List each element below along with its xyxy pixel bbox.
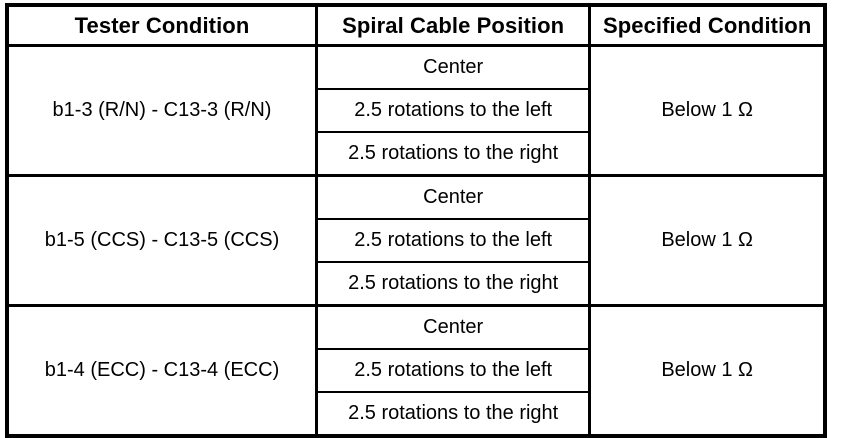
header-row: Tester Condition Spiral Cable Position S… [7,5,825,47]
cable-position-cell: 2.5 rotations to the left [314,88,590,132]
table-header: Tester Condition Spiral Cable Position S… [7,5,825,47]
cable-position-cell: Center [314,304,590,349]
cable-position-cell: 2.5 rotations to the right [314,261,590,306]
table-row: 2.5 rotations to the left [7,348,825,392]
column-header-tester-condition: Tester Condition [7,5,317,47]
cable-position-cell: 2.5 rotations to the left [314,348,590,392]
table-body: b1-3 (R/N) - C13-3 (R/N) Center Below 1 … [7,45,825,436]
table-row: 2.5 rotations to the left [7,218,825,262]
cable-position-cell: 2.5 rotations to the right [314,391,590,436]
tester-condition-cell: b1-5 (CCS) - C13-5 (CCS) [7,174,317,306]
cable-position-cell: 2.5 rotations to the right [314,131,590,176]
cable-position-cell: Center [314,45,590,89]
specified-condition-cell: Below 1 Ω [588,304,825,436]
specified-condition-cell: Below 1 Ω [588,45,825,176]
column-header-specified-condition: Specified Condition [588,5,825,47]
table-row: 2.5 rotations to the right [7,131,825,176]
cable-position-cell: Center [314,174,590,219]
tester-condition-cell: b1-4 (ECC) - C13-4 (ECC) [7,304,317,436]
specified-condition-cell: Below 1 Ω [588,174,825,306]
table-row: 2.5 rotations to the left [7,88,825,132]
column-header-cable-position: Spiral Cable Position [314,5,590,47]
inspection-specification-table: Tester Condition Spiral Cable Position S… [5,3,827,438]
cable-position-cell: 2.5 rotations to the left [314,218,590,262]
table-row: b1-4 (ECC) - C13-4 (ECC) Center Below 1 … [7,304,825,436]
table-row: 2.5 rotations to the right [7,261,825,306]
tester-condition-cell: b1-3 (R/N) - C13-3 (R/N) [7,45,317,176]
table-row: 2.5 rotations to the right [7,391,825,436]
table-row: b1-5 (CCS) - C13-5 (CCS) Center Below 1 … [7,174,825,306]
table-row: b1-3 (R/N) - C13-3 (R/N) Center Below 1 … [7,45,825,176]
